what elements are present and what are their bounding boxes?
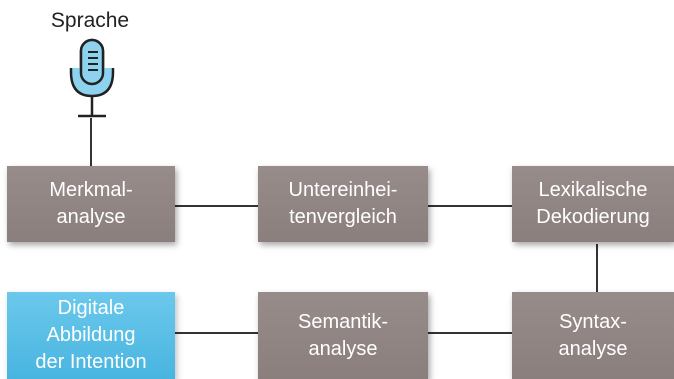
node-untereinheitenvergleich: Untereinhei- tenvergleich [258,166,428,242]
node-label: Syntax- analyse [558,310,628,360]
node-label: Untereinhei- tenvergleich [288,179,398,228]
microphone-icon [69,38,115,118]
node-lexikalische-dekodierung: Lexikalische Dekodierung [512,166,674,242]
node-label: Lexikalische Dekodierung [536,179,650,228]
node-label: Digitale Abbildung der Intention [35,297,147,373]
node-semantikanalyse: Semantik- analyse [258,292,428,379]
node-label: Merkmal- analyse [49,179,133,228]
speech-label: Sprache [50,9,130,32]
node-digitale-abbildung: Digitale Abbildung der Intention [7,292,175,379]
node-label: Semantik- analyse [297,310,389,360]
node-merkmalanalyse: Merkmal- analyse [7,166,175,242]
node-syntaxanalyse: Syntax- analyse [512,292,674,379]
